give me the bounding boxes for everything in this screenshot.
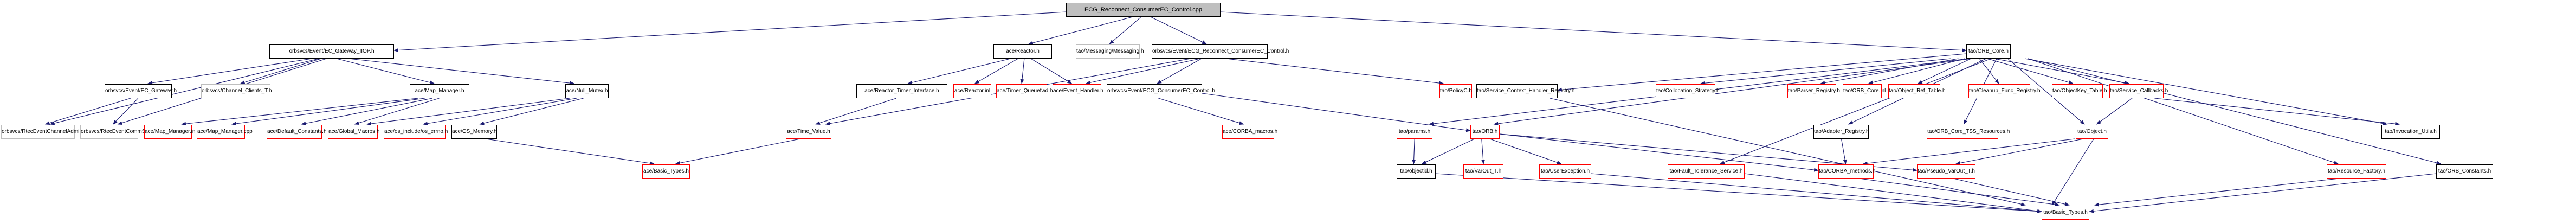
- graph-node[interactable]: tao/Service_Context_Handler_Registry.h: [1476, 84, 1574, 98]
- graph-node[interactable]: tao/Parser_Registry.h: [1787, 84, 1840, 98]
- graph-node[interactable]: ace/Map_Manager.h: [410, 84, 469, 98]
- graph-node[interactable]: tao/Invocation_Utils.h: [2381, 125, 2440, 139]
- graph-node[interactable]: ace/Default_Constants.h: [267, 125, 327, 139]
- graph-node[interactable]: tao/Resource_Factory.h: [2327, 164, 2386, 179]
- graph-node[interactable]: ace/Basic_Types.h: [642, 164, 690, 179]
- graph-node[interactable]: tao/Object.h: [2076, 125, 2108, 139]
- graph-node[interactable]: tao/Adapter_Registry.h: [1813, 125, 1869, 139]
- graph-node[interactable]: ace/Reactor.h: [993, 44, 1052, 59]
- graph-node[interactable]: ace/CORBA_macros.h: [1222, 125, 1277, 139]
- graph-node[interactable]: tao/CORBA_methods.h: [1818, 164, 1876, 179]
- graph-node[interactable]: tao/ORB_Core.h: [1966, 44, 2011, 59]
- graph-node[interactable]: tao/objectid.h: [1397, 164, 1436, 179]
- graph-node[interactable]: tao/Service_Callbacks.h: [2109, 84, 2168, 98]
- graph-node[interactable]: tao/UserException.h: [1539, 164, 1591, 179]
- graph-node[interactable]: tao/ORB_Core_TSS_Resources.h: [1927, 125, 2010, 139]
- graph-node[interactable]: tao/Fault_Tolerance_Service.h: [1668, 164, 1745, 179]
- graph-node[interactable]: orbsvcs/RtecEventChannelAdminS.h: [1, 125, 91, 139]
- graph-node[interactable]: ace/Event_Handler.h: [1053, 84, 1103, 98]
- graph-node[interactable]: tao/Cleanup_Func_Registry.h: [1968, 84, 2041, 98]
- graph-node[interactable]: orbsvcs/Event/ECG_ConsumerEC_Control.h: [1107, 84, 1215, 98]
- graph-node[interactable]: ace/OS_Memory.h: [451, 125, 497, 139]
- graph-node[interactable]: tao/Object_Ref_Table.h: [1888, 84, 1946, 98]
- graph-node[interactable]: tao/Basic_Types.h: [2042, 206, 2089, 220]
- graph-node[interactable]: tao/ORB.h: [1470, 125, 1500, 139]
- graph-node[interactable]: tao/ORB_Constants.h: [2436, 164, 2493, 179]
- graph-node[interactable]: orbsvcs/Event/EC_Gateway_IIOP.h: [269, 44, 394, 59]
- graph-node[interactable]: ace/Map_Manager.cpp: [197, 125, 253, 139]
- graph-node[interactable]: tao/PolicyC.h: [1439, 84, 1472, 98]
- graph-node[interactable]: ace/Reactor.inl: [953, 84, 991, 98]
- graph-node[interactable]: orbsvcs/Event/ECG_Reconnect_ConsumerEC_C…: [1152, 44, 1289, 59]
- graph-node[interactable]: ace/Timer_Queuefwd.h: [996, 84, 1053, 98]
- graph-node[interactable]: tao/Collocation_Strategy.h: [1656, 84, 1720, 98]
- graph-node[interactable]: tao/ORB_Core.inl: [1843, 84, 1886, 98]
- graph-node[interactable]: tao/ObjectKey_Table.h: [2052, 84, 2107, 98]
- graph-node[interactable]: orbsvcs/Channel_Clients_T.h: [201, 84, 272, 98]
- graph-node[interactable]: ace/os_include/os_errno.h: [384, 125, 448, 139]
- graph-node[interactable]: orbsvcs/RtecEventCommS.h: [80, 125, 150, 139]
- graph-node[interactable]: ace/Time_Value.h: [786, 125, 831, 139]
- graph-node[interactable]: ace/Global_Macros.h: [328, 125, 380, 139]
- graph-node[interactable]: ace/Reactor_Timer_Interface.h: [856, 84, 947, 98]
- graph-node[interactable]: orbsvcs/Event/EC_Gateway.h: [105, 84, 177, 98]
- graph-node[interactable]: ace/Null_Mutex.h: [565, 84, 609, 98]
- graph-node[interactable]: tao/Pseudo_VarOut_T.h: [1917, 164, 1975, 179]
- graph-node[interactable]: tao/Messaging/Messaging.h: [1076, 44, 1144, 59]
- graph-node[interactable]: tao/params.h: [1397, 125, 1432, 139]
- graph-root-node[interactable]: ECG_Reconnect_ConsumerEC_Control.cpp: [1066, 3, 1221, 17]
- graph-node[interactable]: tao/VarOut_T.h: [1463, 164, 1503, 179]
- graph-node[interactable]: ace/Map_Manager.inl: [144, 125, 197, 139]
